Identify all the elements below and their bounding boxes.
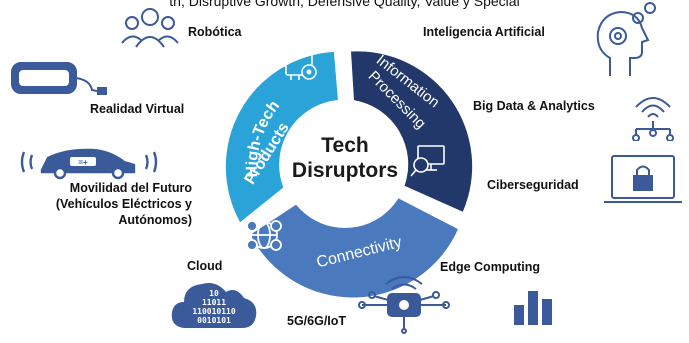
label-movilidad-line3: Autónomos): [118, 213, 192, 227]
label-big-data: Big Data & Analytics: [473, 99, 595, 113]
label-movilidad-line2: (Vehículos Eléctricos y: [55, 197, 192, 211]
cloud-binary-icon: 10 11011 110010110 0010101: [171, 283, 257, 328]
banner-text: th, Disruptive Growth, Defensive Quality…: [169, 0, 520, 9]
network-globe-icon: [246, 220, 282, 251]
segment-connectivity: [250, 197, 458, 298]
robot-team-icon: [121, 8, 179, 48]
bar-chart-icon: [514, 291, 552, 325]
label-edge-computing: Edge Computing: [440, 260, 540, 274]
label-5g-6g-iot: 5G/6G/IoT: [287, 314, 347, 328]
center-title-line1: Tech: [321, 134, 368, 157]
label-movilidad-line1: Movilidad del Futuro: [69, 181, 192, 195]
center-circle: [282, 102, 408, 228]
electric-car-icon: =+: [20, 148, 158, 180]
cloud-bits-line4: 0010101: [197, 316, 231, 325]
label-robotica: Robótica: [188, 25, 242, 39]
center-title-line2: Disruptors: [292, 159, 398, 182]
chip-gear-icon: [281, 44, 317, 80]
cloud-bits-line1: 10: [209, 289, 219, 298]
cloud-bits-line3: 110010110: [192, 307, 236, 316]
monitor-search-icon: [410, 145, 445, 177]
car-plate-text: =+: [78, 158, 88, 167]
label-ciberseguridad: Ciberseguridad: [487, 178, 579, 192]
label-cloud: Cloud: [187, 259, 223, 273]
laptop-lock-icon: [604, 155, 682, 203]
label-realidad-virtual: Realidad Virtual: [90, 102, 185, 116]
wifi-network-icon: [632, 97, 674, 141]
segment-information-processing: [351, 51, 473, 212]
ai-head-gear-icon: [596, 2, 656, 76]
segment-high-tech: [225, 51, 338, 223]
vr-headset-icon: [11, 62, 107, 95]
edge-computing-icon: [358, 276, 450, 334]
cloud-bits-line2: 11011: [202, 298, 226, 307]
label-inteligencia-artificial: Inteligencia Artificial: [423, 25, 545, 39]
